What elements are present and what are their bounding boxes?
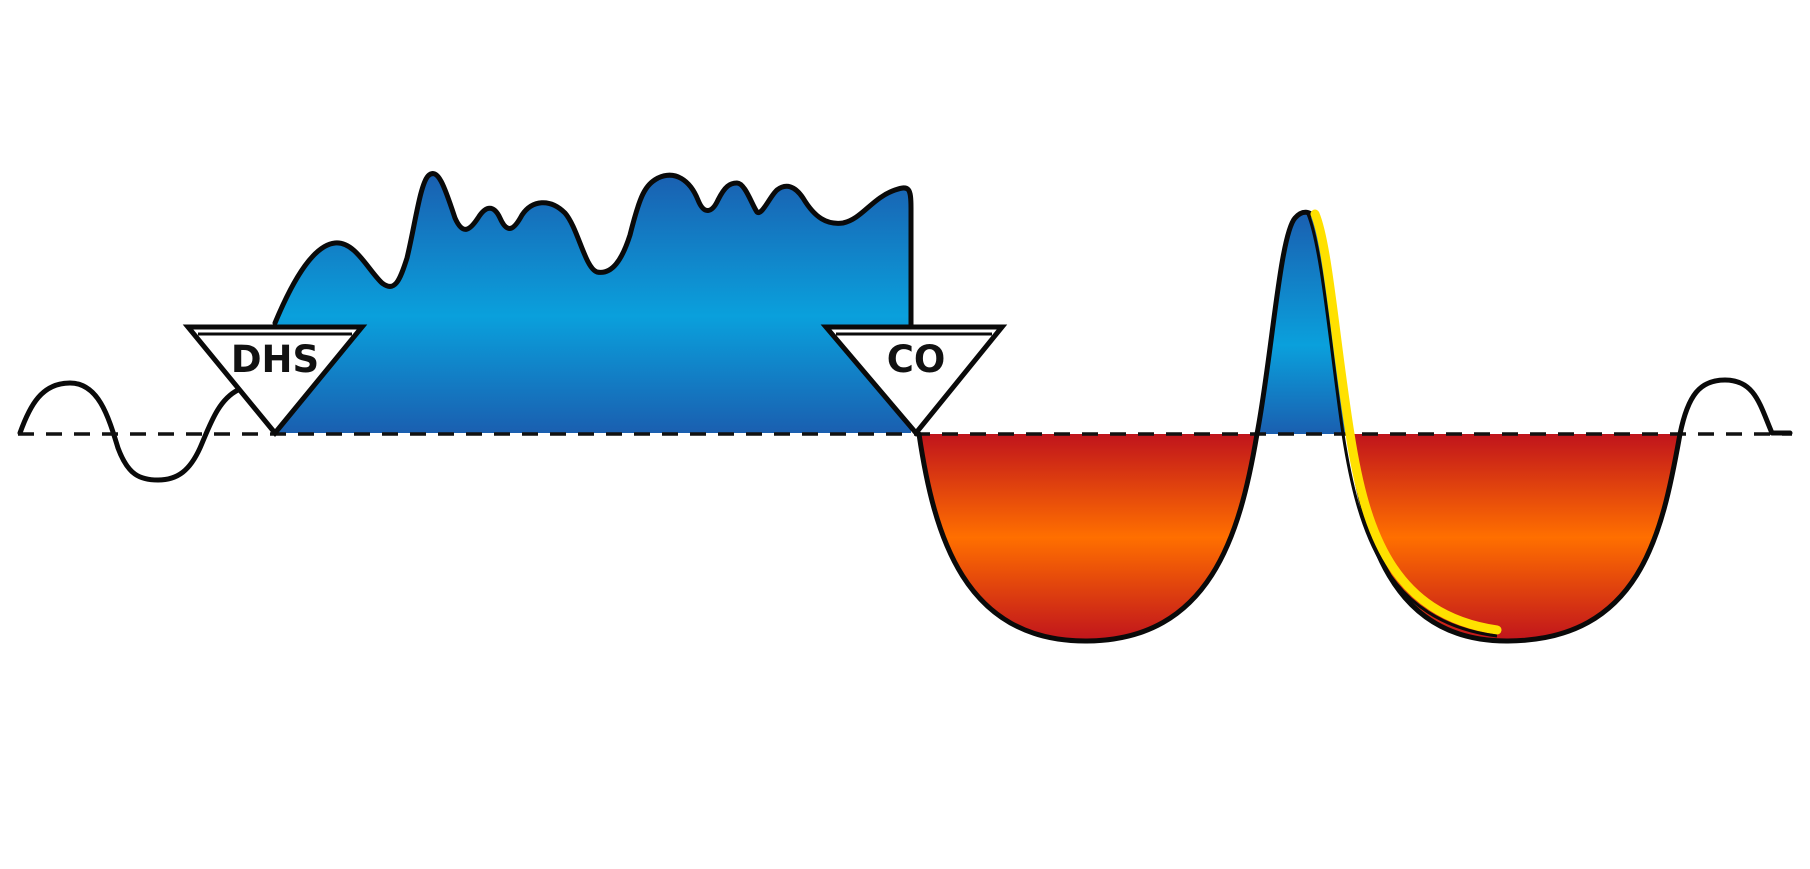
below-baseline-fill-first <box>919 434 1257 642</box>
left-lead-wave <box>17 380 241 483</box>
above-baseline-fill <box>275 173 911 434</box>
highlight-trace-edge <box>1306 213 1498 638</box>
co-label: CO <box>887 338 946 381</box>
dhs-marker: DHS <box>182 324 368 437</box>
co-marker-triangle <box>820 324 1008 437</box>
above-baseline-outline <box>272 171 914 328</box>
below-baseline-fill-second <box>1350 434 1680 642</box>
dhs-marker-triangle <box>182 324 368 437</box>
co-marker: CO <box>820 324 1008 437</box>
dhs-label: DHS <box>231 338 319 381</box>
highlight-trace <box>1310 209 1502 635</box>
